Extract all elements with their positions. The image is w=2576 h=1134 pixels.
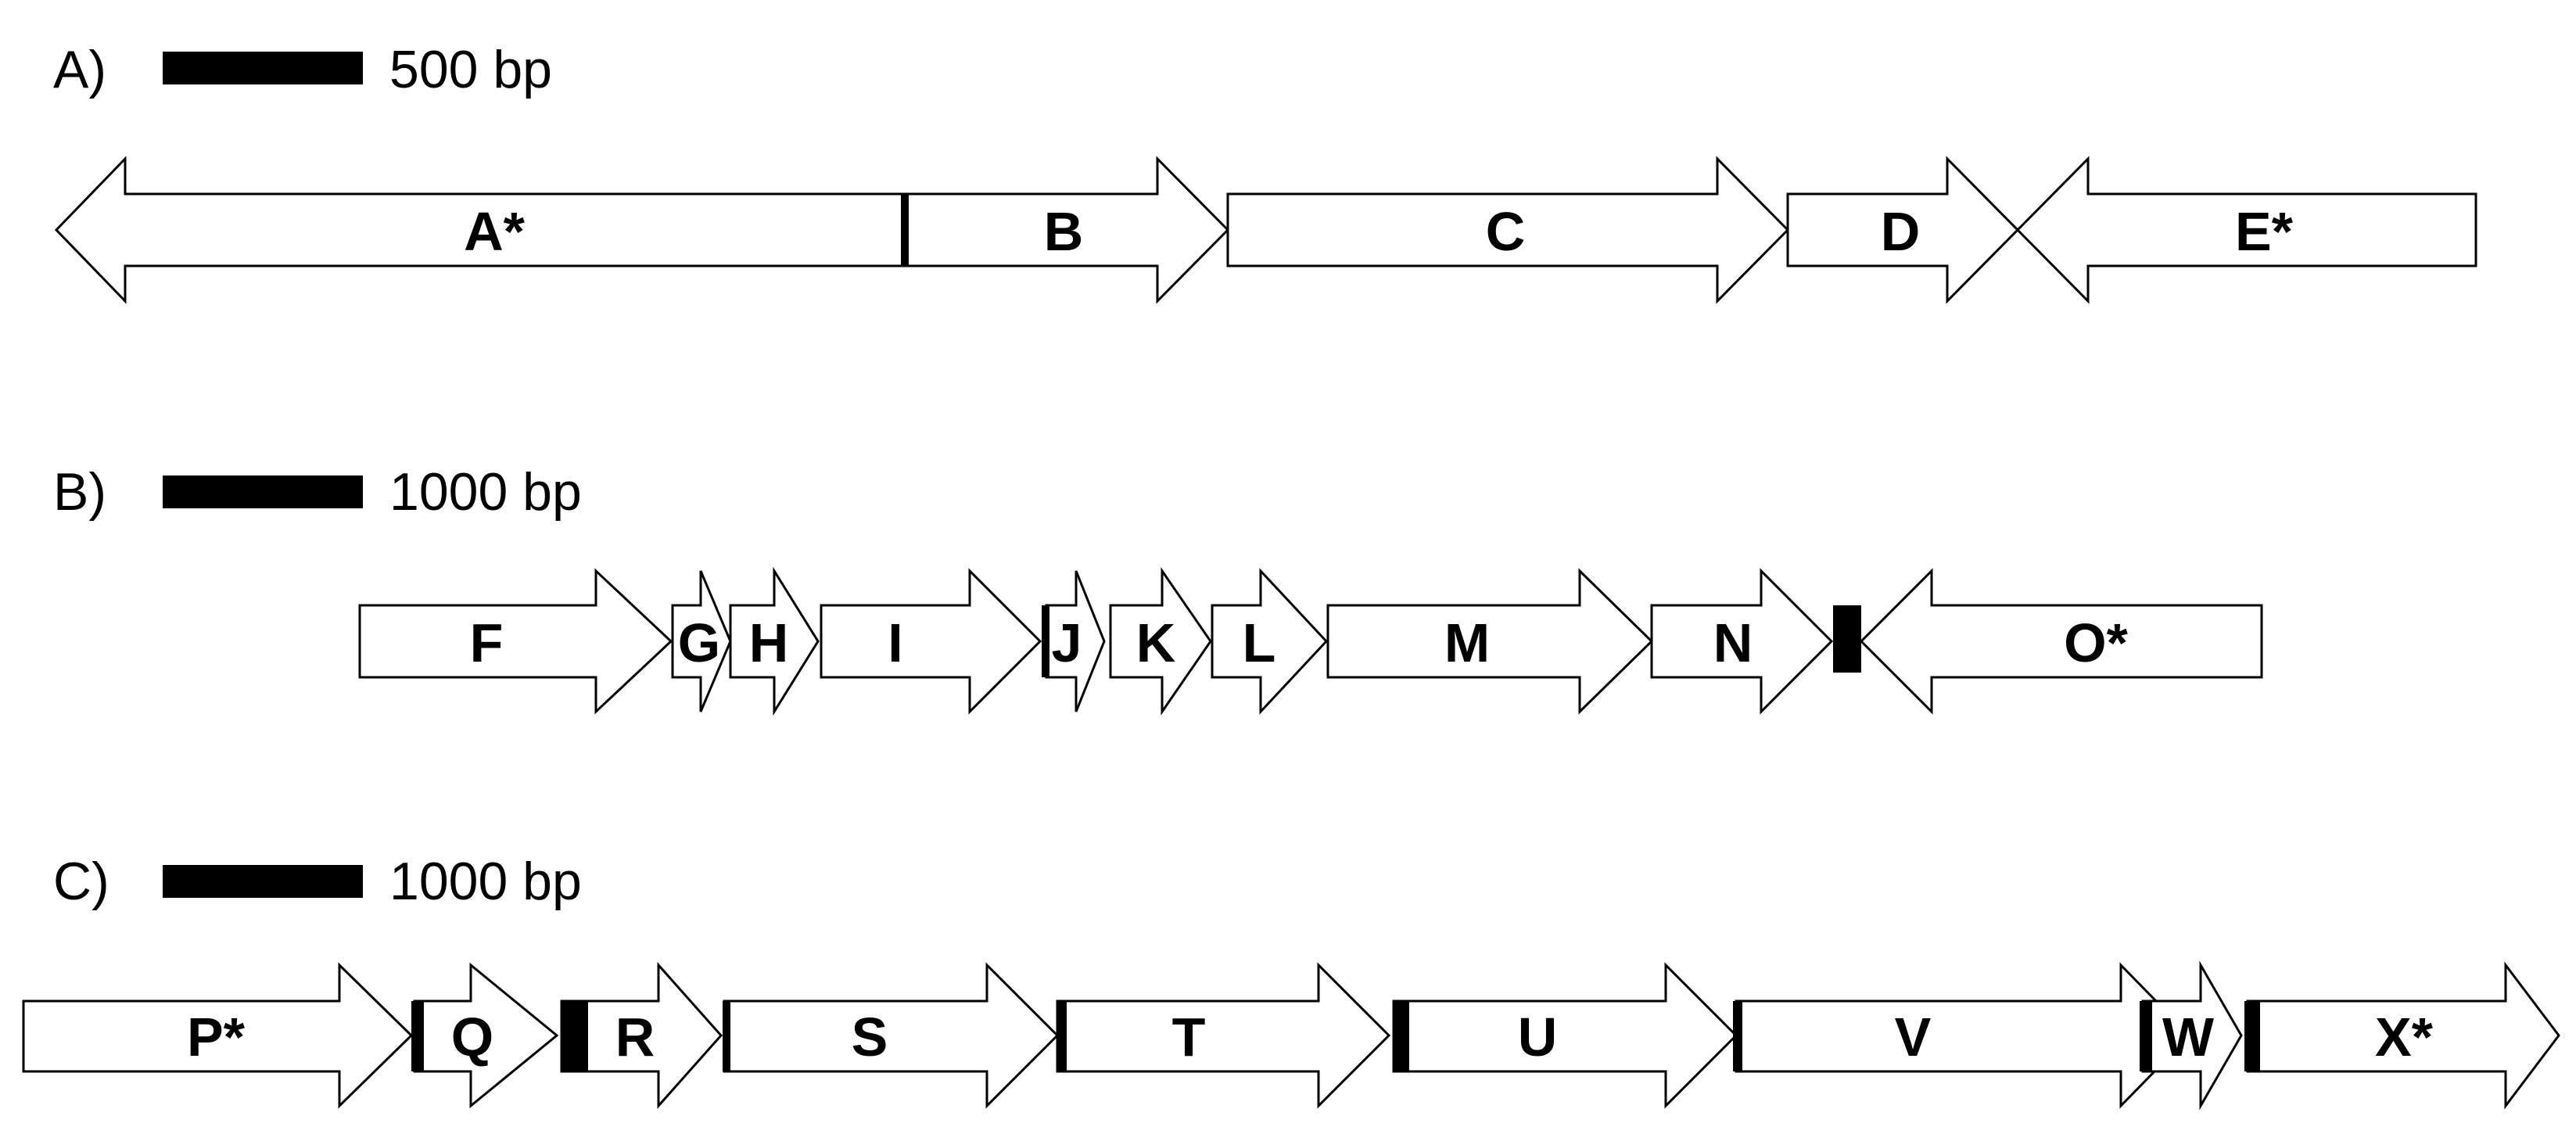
panel-b-scale-bar — [163, 475, 363, 508]
gene-s-label: S — [852, 1007, 888, 1068]
panel-b-label: B) — [53, 462, 106, 522]
gene-p-label: P* — [187, 1007, 246, 1068]
gene-o-arrow — [1859, 568, 2263, 715]
panel-c-scale-label: 1000 bp — [389, 852, 582, 911]
gene-i-arrow — [820, 568, 1042, 715]
gene-l-label: L — [1243, 612, 1276, 673]
gene-w-label: W — [2162, 1007, 2214, 1068]
panel-c-marker-8 — [2244, 1001, 2260, 1071]
gene-a-label: A* — [464, 201, 526, 262]
gene-f-label: F — [470, 612, 504, 673]
gene-b-label: B — [1044, 201, 1084, 262]
gene-u-arrow — [1392, 962, 1738, 1109]
gene-g-arrow — [671, 570, 732, 712]
gene-k-arrow — [1109, 567, 1212, 716]
gene-h-label: H — [749, 612, 789, 673]
gene-x-label: X* — [2375, 1007, 2434, 1068]
gene-t-label: T — [1172, 1007, 1206, 1068]
gene-u-label: U — [1518, 1007, 1558, 1068]
gene-h-arrow — [729, 566, 820, 716]
gene-d-arrow — [1786, 156, 2020, 304]
gene-f-arrow — [358, 568, 673, 715]
gene-n-arrow — [1650, 568, 1834, 715]
panel-a-label: A) — [53, 40, 106, 99]
panel-c-marker-1 — [411, 1001, 424, 1071]
gene-j-label: J — [1052, 612, 1082, 673]
gene-m-arrow — [1326, 568, 1654, 715]
gene-g-label: G — [678, 612, 720, 673]
panel-b-marker-2 — [1833, 605, 1861, 673]
gene-b-arrow — [903, 156, 1230, 304]
gene-e-arrow — [2015, 156, 2477, 304]
gene-l-arrow — [1211, 568, 1329, 715]
gene-p-arrow — [22, 962, 414, 1109]
gene-d-label: D — [1881, 201, 1921, 262]
panel-c-marker-2 — [561, 1001, 588, 1071]
panel-a-marker-1 — [901, 194, 909, 266]
gene-c-label: C — [1486, 201, 1526, 262]
gene-q-label: Q — [451, 1007, 493, 1068]
panel-a-scale-bar — [163, 52, 363, 84]
gene-s-arrow — [723, 962, 1060, 1109]
panel-b: B) 1000 bp F G H I J K L M N O* — [53, 462, 2263, 716]
gene-k-label: K — [1136, 612, 1176, 673]
panel-c: C) 1000 bp P* Q R S T U V W X* — [22, 852, 2560, 1111]
panel-b-scale-label: 1000 bp — [389, 462, 582, 522]
gene-i-label: I — [888, 612, 902, 673]
gene-x-arrow — [2246, 961, 2560, 1110]
gene-v-label: V — [1895, 1007, 1932, 1068]
panel-c-marker-6 — [1733, 1001, 1742, 1071]
panel-c-marker-7 — [2140, 1001, 2152, 1071]
gene-t-arrow — [1056, 962, 1391, 1109]
panel-c-label: C) — [53, 852, 109, 911]
gene-w-arrow — [2141, 960, 2243, 1111]
panel-c-marker-4 — [1057, 1001, 1067, 1071]
panel-a: A) 500 bp A* B C D E* — [53, 40, 2477, 304]
gene-c-arrow — [1226, 156, 1790, 304]
gene-j-arrow — [1045, 570, 1106, 712]
panel-b-marker-1 — [1042, 605, 1049, 677]
gene-e-label: E* — [2235, 201, 2294, 262]
panel-c-marker-5 — [1394, 1001, 1409, 1071]
gene-v-arrow — [1735, 962, 2192, 1109]
panel-a-scale-label: 500 bp — [389, 40, 552, 99]
gene-o-label: O* — [2064, 612, 2128, 673]
gene-n-label: N — [1713, 612, 1753, 673]
gene-a-arrow — [54, 156, 906, 304]
panel-c-marker-3 — [723, 1001, 730, 1071]
gene-r-label: R — [615, 1007, 655, 1068]
gene-m-label: M — [1444, 612, 1490, 673]
panel-c-scale-bar — [163, 865, 363, 898]
